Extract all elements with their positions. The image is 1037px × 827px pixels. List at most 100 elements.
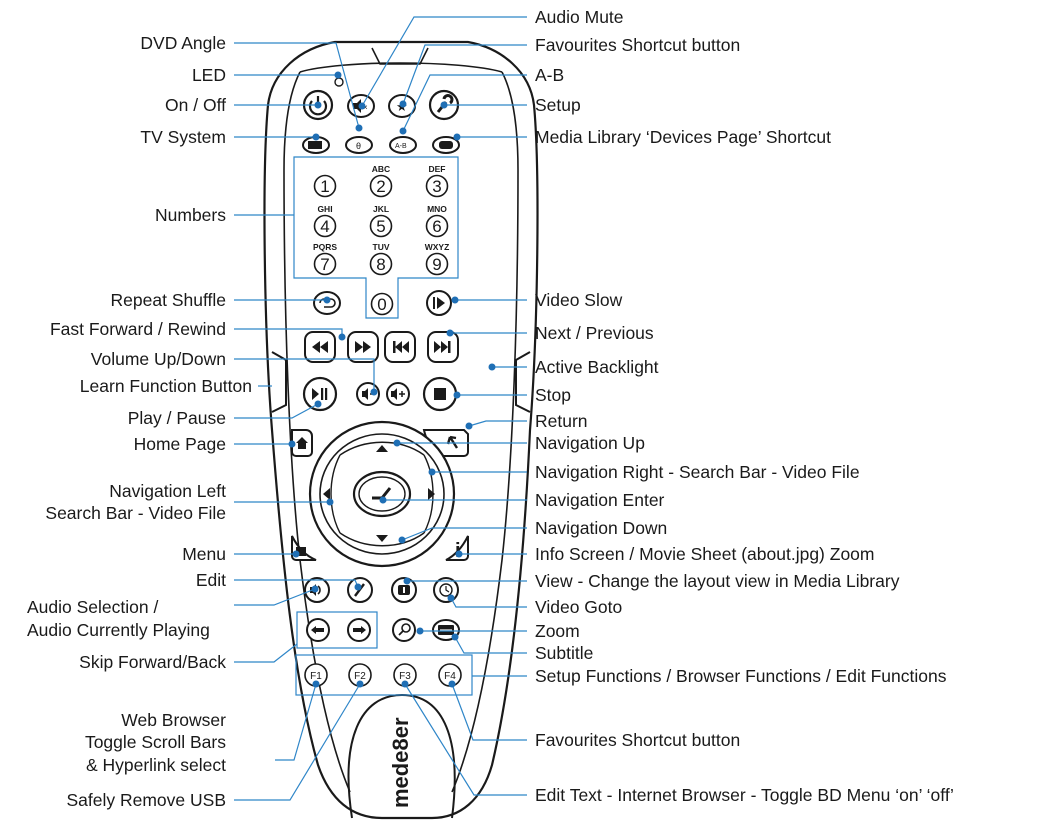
- next-button[interactable]: [427, 331, 459, 363]
- svg-text:×: ×: [363, 103, 368, 112]
- nav-right-arrow-icon[interactable]: [428, 488, 435, 500]
- label-web-browser-2: Toggle Scroll Bars: [84, 732, 226, 752]
- leader-dots: [288, 71, 496, 688]
- dvd-angle-button[interactable]: θ: [345, 136, 373, 154]
- label-volume-up-down: Volume Up/Down: [90, 349, 226, 369]
- svg-text:θ: θ: [356, 141, 361, 151]
- label-play-pause: Play / Pause: [127, 408, 226, 428]
- number-letters: PQRS: [313, 242, 337, 252]
- label-subtitle: Subtitle: [535, 643, 594, 663]
- skip-forward-button[interactable]: [347, 618, 371, 642]
- label-info-screen: Info Screen / Movie Sheet (about.jpg) Zo…: [535, 544, 875, 564]
- number-digit: 0: [377, 295, 386, 314]
- skip-back-button[interactable]: [306, 618, 330, 642]
- label-web-browser-1: Web Browser: [121, 710, 226, 730]
- label-next-previous: Next / Previous: [535, 323, 654, 343]
- function-key-label: F4: [444, 671, 456, 682]
- number-4-button[interactable]: 4 GHI: [313, 204, 337, 238]
- label-audio-mute: Audio Mute: [535, 7, 624, 27]
- edit-button[interactable]: [347, 577, 373, 603]
- devices-page-button[interactable]: [432, 136, 460, 154]
- label-safely-remove-usb: Safely Remove USB: [66, 790, 226, 810]
- number-digit: 2: [376, 177, 385, 196]
- label-view: View - Change the layout view in Media L…: [535, 571, 900, 591]
- label-return: Return: [535, 411, 588, 431]
- number-digit: 1: [320, 177, 329, 196]
- nav-down-arrow-icon[interactable]: [376, 535, 388, 542]
- label-fast-forward-rewind: Fast Forward / Rewind: [49, 319, 226, 339]
- number-letters: GHI: [317, 204, 332, 214]
- skip-outline: [296, 611, 378, 649]
- label-led: LED: [191, 65, 226, 85]
- label-on-off: On / Off: [165, 95, 226, 115]
- number-digit: 4: [320, 217, 329, 236]
- f4-button[interactable]: F4: [438, 663, 462, 687]
- number-0-button[interactable]: 0: [370, 292, 394, 316]
- number-digit: 5: [376, 217, 385, 236]
- label-audio-selection-1: Audio Selection /: [27, 597, 159, 617]
- nav-left-arrow-icon[interactable]: [323, 488, 330, 500]
- function-key-label: F2: [354, 671, 366, 682]
- number-3-button[interactable]: 3 DEF: [425, 164, 449, 198]
- a-b-button[interactable]: A-B: [389, 136, 417, 154]
- number-digit: 6: [432, 217, 441, 236]
- number-9-button[interactable]: 9 WXYZ: [425, 242, 450, 276]
- label-skip-forward-back: Skip Forward/Back: [79, 652, 226, 672]
- label-stop: Stop: [535, 385, 571, 405]
- label-repeat-shuffle: Repeat Shuffle: [110, 290, 226, 310]
- label-navigation-up: Navigation Up: [535, 433, 645, 453]
- label-navigation-down: Navigation Down: [535, 518, 668, 538]
- number-digit: 8: [376, 255, 385, 274]
- number-8-button[interactable]: 8 TUV: [369, 242, 393, 276]
- led-indicator: [334, 77, 344, 87]
- f3-button[interactable]: F3: [393, 663, 417, 687]
- label-setup-functions: Setup Functions / Browser Functions / Ed…: [535, 666, 947, 686]
- play-pause-button[interactable]: [302, 376, 338, 412]
- function-key-label: F1: [310, 671, 322, 682]
- numbers-outline: [293, 156, 459, 319]
- label-zoom: Zoom: [535, 621, 580, 641]
- number-letters: WXYZ: [425, 242, 450, 252]
- tv-system-button[interactable]: [302, 136, 330, 154]
- number-2-button[interactable]: 2 ABC: [369, 164, 393, 198]
- number-letters: ABC: [372, 164, 390, 174]
- previous-button[interactable]: [384, 331, 416, 363]
- label-learn-function: Learn Function Button: [79, 376, 252, 396]
- number-letters: MNO: [427, 204, 447, 214]
- nav-enter-button[interactable]: [352, 470, 412, 518]
- number-digit: 9: [432, 255, 441, 274]
- number-letters: JKL: [373, 204, 389, 214]
- number-5-button[interactable]: 5 JKL: [369, 204, 393, 238]
- rewind-button[interactable]: [304, 331, 336, 363]
- label-numbers: Numbers: [155, 205, 226, 225]
- label-setup: Setup: [535, 95, 581, 115]
- number-letters: TUV: [373, 242, 390, 252]
- stop-button[interactable]: [422, 376, 458, 412]
- volume-up-button[interactable]: [386, 382, 410, 406]
- info-button[interactable]: i: [445, 535, 469, 562]
- view-button[interactable]: [391, 577, 417, 603]
- label-nav-left-1: Navigation Left: [109, 481, 226, 501]
- label-edit: Edit: [195, 570, 226, 590]
- fast-forward-button[interactable]: [347, 331, 379, 363]
- label-home-page: Home Page: [133, 434, 226, 454]
- label-dvd-angle: DVD Angle: [140, 33, 226, 53]
- zoom-button[interactable]: [392, 618, 416, 642]
- home-button[interactable]: [291, 429, 313, 457]
- nav-up-arrow-icon[interactable]: [376, 445, 388, 452]
- label-menu: Menu: [182, 544, 226, 564]
- label-navigation-enter: Navigation Enter: [535, 490, 665, 510]
- function-keys: F1 F2 F3 F4: [304, 663, 462, 687]
- number-6-button[interactable]: 6 MNO: [425, 204, 449, 238]
- brand-logo: mede8er: [388, 717, 413, 808]
- video-slow-button[interactable]: [426, 290, 452, 316]
- label-favourites-shortcut-top: Favourites Shortcut button: [535, 35, 741, 55]
- leader-lines: [234, 16, 527, 801]
- label-video-goto: Video Goto: [535, 597, 623, 617]
- number-digit: 3: [432, 177, 441, 196]
- label-a-b: A-B: [535, 65, 565, 85]
- number-letters: DEF: [429, 164, 446, 174]
- number-1-button[interactable]: 1: [313, 174, 337, 198]
